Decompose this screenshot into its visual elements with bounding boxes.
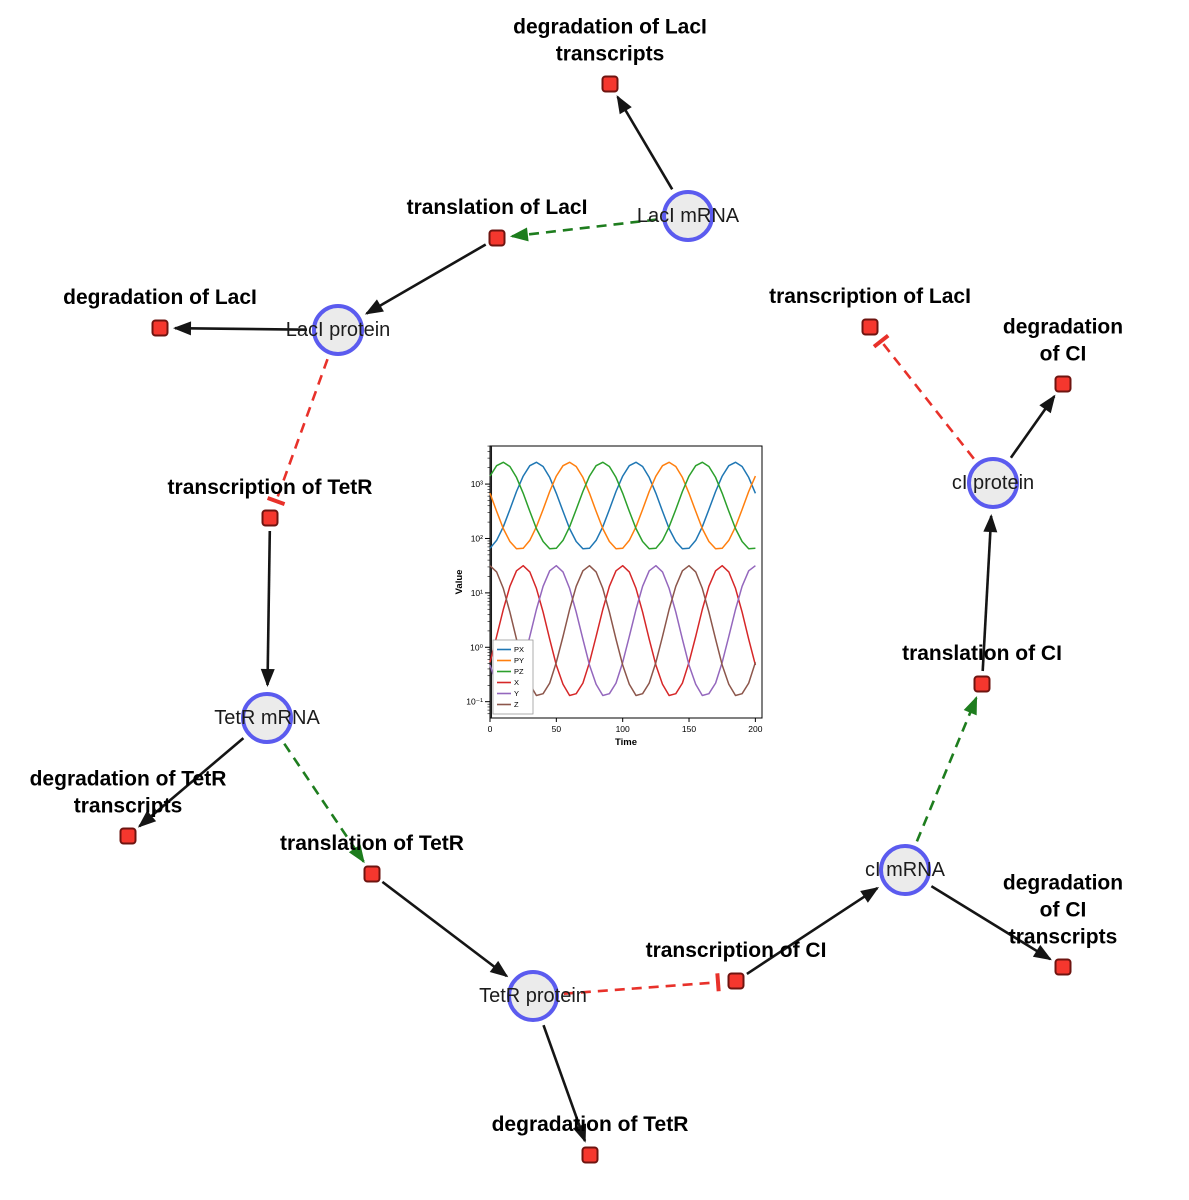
y-tick-label: 10⁰: [470, 642, 483, 652]
edge-inhibition-laci-protein-txn-tetr: [266, 358, 329, 507]
x-tick-label: 50: [552, 724, 562, 734]
x-tick-label: 150: [682, 724, 696, 734]
edge-modifier-laci-mrna-transl-laci: [509, 218, 658, 242]
series-line-Z: [489, 564, 757, 697]
reaction-label-transl-ci: translation of CI: [902, 642, 1062, 666]
reaction-node-deg-laci-transcripts[interactable]: [601, 75, 619, 93]
species-node-tetr-mrna[interactable]: [241, 692, 293, 744]
edge-inhibition-tetr-protein-txn-ci: [563, 973, 721, 995]
series-line-PX: [489, 461, 757, 550]
edge-consumption-ci-protein-deg-ci: [1009, 394, 1056, 459]
species-label-tetr-mrna: TetR mRNA: [214, 707, 320, 729]
edge-production-txn-tetr-tetr-mrna: [260, 530, 275, 687]
reaction-label-deg-laci-transcripts: degradation of LacI transcripts: [513, 15, 707, 66]
edge-production-transl-laci-laci-protein: [364, 243, 487, 315]
species-label-laci-mrna: LacI mRNA: [636, 205, 740, 227]
species-node-tetr-protein[interactable]: [507, 970, 559, 1022]
y-tick-label: 10³: [471, 479, 483, 489]
y-tick-label: 10⁻¹: [466, 697, 483, 707]
legend-label-PZ: PZ: [514, 667, 524, 676]
edge-consumption-tetr-mrna-deg-tetr-transcripts: [137, 737, 245, 828]
reaction-label-transl-tetr: translation of TetR: [280, 832, 464, 856]
edge-production-txn-ci-ci-mrna: [746, 887, 880, 975]
reaction-node-txn-tetr[interactable]: [261, 509, 279, 527]
reaction-node-deg-ci[interactable]: [1054, 375, 1072, 393]
edge-consumption-laci-protein-deg-laci: [173, 321, 308, 336]
series-line-PZ: [489, 461, 756, 550]
species-label-laci-protein: LacI protein: [285, 319, 391, 341]
series-line-X: [489, 564, 757, 697]
species-label-ci-protein: cI protein: [951, 472, 1035, 494]
y-tick-label: 10²: [471, 533, 483, 543]
reaction-label-deg-laci: degradation of LacI: [63, 286, 257, 310]
reaction-label-txn-ci: transcription of CI: [645, 939, 827, 963]
x-axis-label: Time: [615, 737, 637, 748]
species-label-ci-mrna: cI mRNA: [865, 859, 945, 881]
reaction-label-transl-laci: translation of LacI: [406, 196, 588, 220]
legend-label-Y: Y: [514, 689, 519, 698]
reaction-label-txn-tetr: transcription of TetR: [167, 476, 373, 500]
legend-label-PY: PY: [514, 656, 524, 665]
reaction-node-deg-tetr[interactable]: [581, 1146, 599, 1164]
edge-consumption-laci-mrna-deg-laci-transcripts: [616, 95, 674, 190]
reaction-node-deg-tetr-transcripts[interactable]: [119, 827, 137, 845]
reaction-label-deg-ci: degradation of CI: [1002, 315, 1124, 366]
edge-inhibition-ci-protein-txn-laci: [872, 333, 975, 460]
species-label-tetr-protein: TetR protein: [479, 985, 587, 1007]
reaction-node-txn-laci[interactable]: [861, 318, 879, 336]
legend-box: [492, 639, 534, 715]
x-tick-label: 200: [748, 724, 762, 734]
reaction-node-transl-tetr[interactable]: [363, 865, 381, 883]
edge-production-transl-tetr-tetr-protein: [381, 880, 509, 978]
edge-consumption-tetr-protein-deg-tetr: [542, 1024, 587, 1143]
reaction-node-deg-ci-transcripts[interactable]: [1054, 958, 1072, 976]
reaction-label-deg-tetr-transcripts: degradation of TetR transcripts: [29, 767, 227, 818]
edge-production-transl-ci-ci-protein: [981, 514, 998, 672]
chart-frame: [489, 445, 763, 719]
edge-modifier-tetr-mrna-transl-tetr: [283, 742, 365, 864]
reaction-node-transl-ci[interactable]: [973, 675, 991, 693]
edge-consumption-ci-mrna-deg-ci-transcripts: [930, 885, 1052, 961]
reaction-node-txn-ci[interactable]: [727, 972, 745, 990]
legend-label-Z: Z: [514, 700, 519, 709]
reaction-node-deg-laci[interactable]: [151, 319, 169, 337]
species-node-ci-protein[interactable]: [967, 457, 1019, 509]
y-axis-label: Value: [454, 570, 465, 595]
x-tick-label: 100: [616, 724, 630, 734]
reaction-label-deg-tetr: degradation of TetR: [491, 1113, 689, 1137]
species-node-laci-mrna[interactable]: [662, 190, 714, 242]
x-tick-label: 0: [488, 724, 493, 734]
species-node-laci-protein[interactable]: [312, 304, 364, 356]
edge-modifier-ci-mrna-transl-ci: [915, 696, 978, 842]
reaction-node-transl-laci[interactable]: [488, 229, 506, 247]
legend-label-X: X: [514, 678, 519, 687]
reaction-label-deg-ci-transcripts: degradation of CI transcripts: [1002, 871, 1124, 949]
legend-label-PX: PX: [514, 645, 524, 654]
series-line-PY: [489, 461, 757, 550]
y-tick-label: 10¹: [471, 588, 483, 598]
reaction-label-txn-laci: transcription of LacI: [769, 285, 971, 309]
species-node-ci-mrna[interactable]: [879, 844, 931, 896]
